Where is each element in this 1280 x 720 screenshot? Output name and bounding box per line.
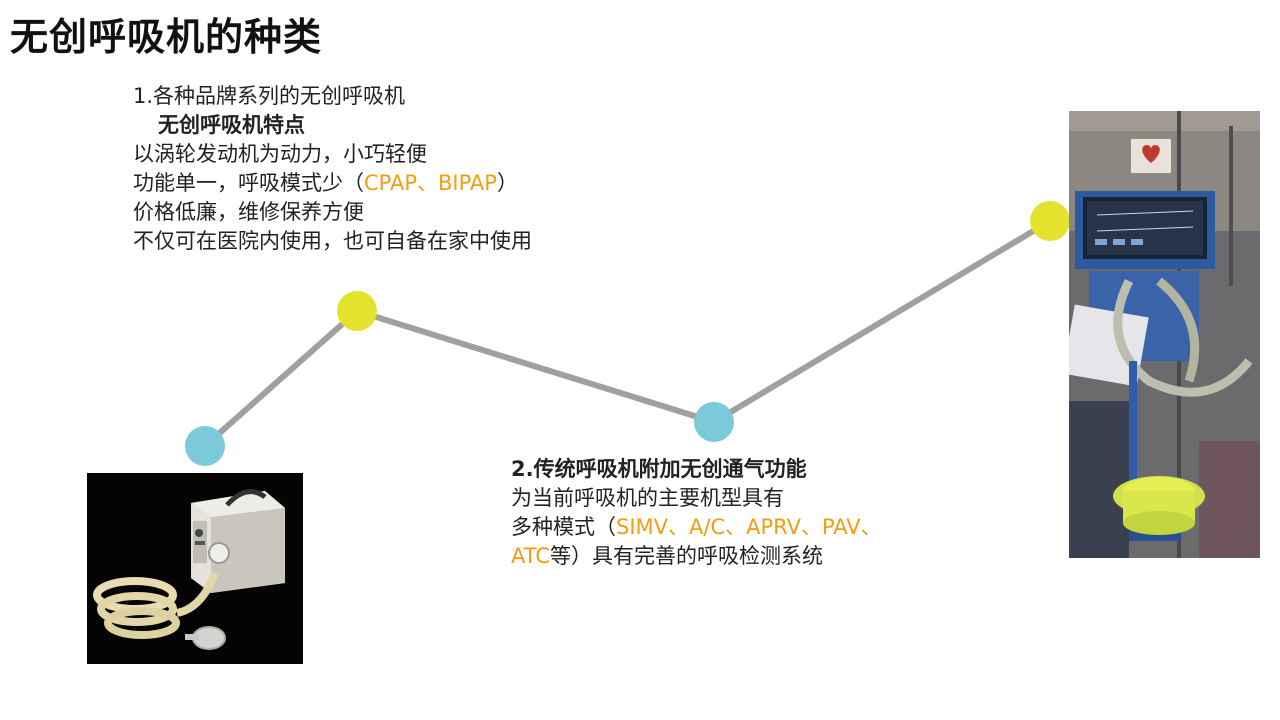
section1-text: 1.各种品牌系列的无创呼吸机 无创呼吸机特点 以涡轮发动机为动力，小巧轻便 功能…	[133, 82, 532, 256]
section1-heading: 1.各种品牌系列的无创呼吸机	[133, 84, 406, 108]
slide-title: 无创呼吸机的种类	[10, 15, 323, 59]
node-dot-blue-2	[694, 402, 734, 442]
section1-line-2-suffix: ）	[496, 171, 518, 195]
connector-line	[202, 218, 1053, 449]
section1-line-1: 以涡轮发动机为动力，小巧轻便	[133, 142, 427, 166]
section2-line-1: 为当前呼吸机的主要机型具有	[511, 486, 784, 510]
section2-text: 2.传统呼吸机附加无创通气功能 为当前呼吸机的主要机型具有 多种模式（SIMV、…	[511, 455, 882, 571]
section2-line-2: 多种模式（SIMV、A/C、APRV、PAV、	[511, 513, 882, 542]
section1-line-4: 不仅可在医院内使用，也可自备在家中使用	[133, 229, 532, 253]
icu-ventilator-illustration	[1069, 111, 1260, 558]
section1-line-2-highlight: CPAP、BIPAP	[364, 171, 497, 195]
icu-ventilator-photo	[1069, 111, 1260, 558]
section1-line-2-prefix: 功能单一，呼吸模式少（	[133, 171, 364, 195]
section2-line-3-highlight: ATC	[511, 544, 550, 568]
node-dot-blue-1	[185, 426, 225, 466]
portable-ventilator-illustration	[87, 473, 303, 664]
section2-line-2-prefix: 多种模式（	[511, 515, 616, 539]
section2-line-2-highlight: SIMV、A/C、APRV、PAV、	[616, 515, 882, 539]
section1-line-2: 功能单一，呼吸模式少（CPAP、BIPAP）	[133, 169, 532, 198]
section2-heading: 2.传统呼吸机附加无创通气功能	[511, 457, 807, 481]
section2-line-3: ATC等）具有完善的呼吸检测系统	[511, 542, 882, 571]
node-dot-yellow-1	[337, 291, 377, 331]
section2-line-3-suffix: 等）具有完善的呼吸检测系统	[550, 544, 823, 568]
portable-ventilator-photo	[87, 473, 303, 664]
node-dot-yellow-2	[1030, 201, 1070, 241]
section1-subheading: 无创呼吸机特点	[158, 113, 305, 137]
section1-line-3: 价格低廉，维修保养方便	[133, 200, 364, 224]
